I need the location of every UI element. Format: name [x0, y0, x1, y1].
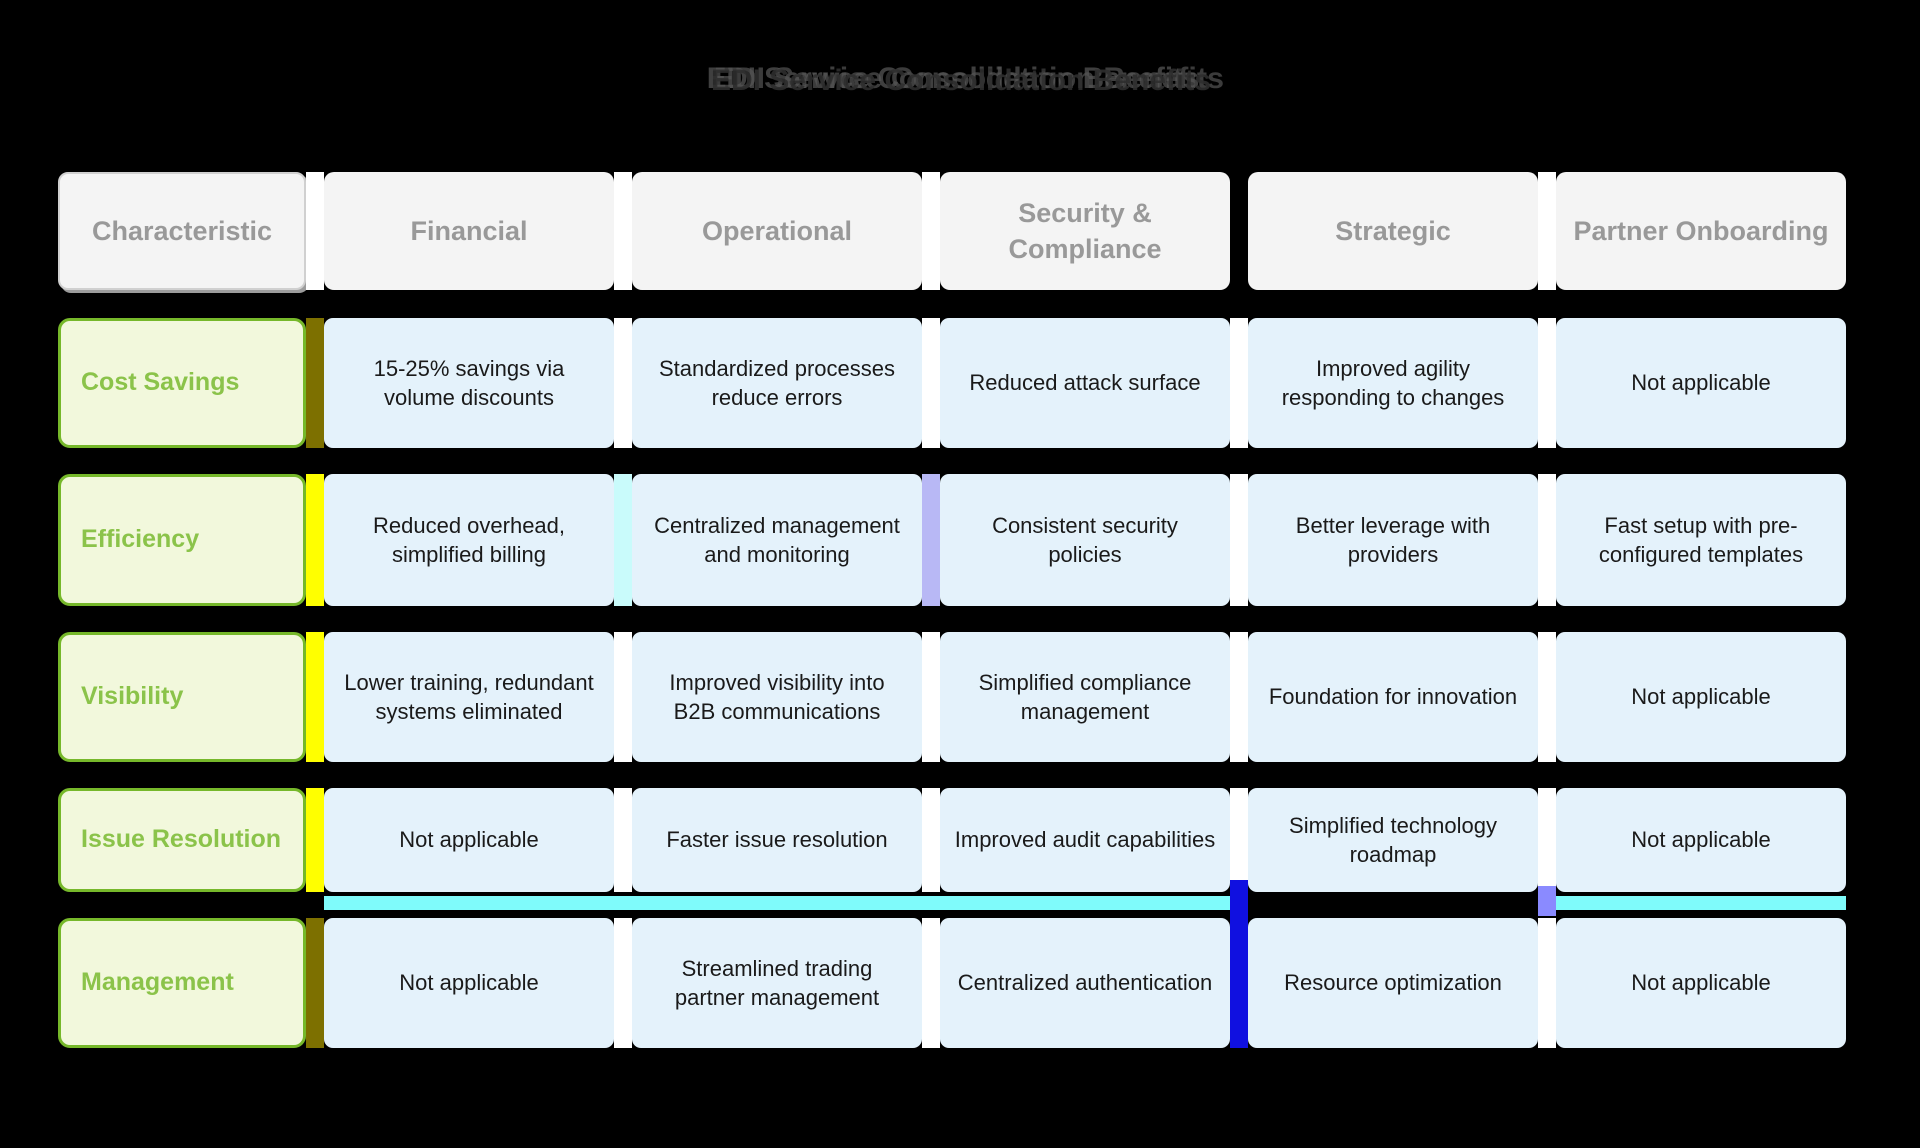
row-separator-2	[58, 622, 1864, 632]
cell-management-operational[interactable]: Streamlined trading partner management	[632, 918, 922, 1048]
row-gutter	[922, 474, 940, 606]
column-header-financial[interactable]: Financial	[324, 172, 614, 290]
row-label-cost-savings[interactable]: Cost Savings	[58, 318, 306, 448]
column-header-operational[interactable]: Operational	[632, 172, 922, 290]
row-gutter	[922, 918, 940, 1048]
cell-management-financial[interactable]: Not applicable	[324, 918, 614, 1048]
table-row: Visibility Lower training, redundant sys…	[58, 632, 1864, 762]
cell-issue-resolution-security[interactable]: Improved audit capabilities	[940, 788, 1230, 892]
page-title-container: EDI Service Consolidation Benefits EDI S…	[0, 62, 1920, 122]
row-separator-0	[58, 308, 1864, 318]
artifact-seg	[1556, 896, 1846, 910]
cell-efficiency-security[interactable]: Consistent security policies	[940, 474, 1230, 606]
row-gutter	[306, 788, 324, 892]
row-gutter	[922, 788, 940, 892]
row-gutter	[614, 788, 632, 892]
cell-cost-savings-partner-onboarding[interactable]: Not applicable	[1556, 318, 1846, 448]
page-title-ghost-right: EDI Service Consolidation Benefits	[713, 62, 1225, 95]
cell-efficiency-strategic[interactable]: Better leverage with providers	[1248, 474, 1538, 606]
cell-management-partner-onboarding[interactable]: Not applicable	[1556, 918, 1846, 1048]
render-artifact-band	[58, 880, 1864, 924]
row-gutter	[1538, 918, 1556, 1048]
table-row: Issue Resolution Not applicable Faster i…	[58, 788, 1864, 892]
header-gutter-4	[1230, 172, 1248, 290]
artifact-seg	[632, 896, 922, 910]
artifact-vertical-lavender	[1538, 886, 1556, 916]
artifact-seg	[306, 896, 324, 910]
cell-issue-resolution-strategic[interactable]: Simplified technology roadmap	[1248, 788, 1538, 892]
row-gutter	[1230, 788, 1248, 892]
header-gutter-2	[614, 172, 632, 290]
table-header-row: Characteristic Financial Operational Sec…	[58, 172, 1864, 290]
artifact-seg	[324, 896, 614, 910]
artifact-seg	[1248, 896, 1538, 910]
row-gutter	[1230, 918, 1248, 1048]
row-gutter	[306, 632, 324, 762]
row-gutter	[1538, 632, 1556, 762]
row-gutter	[306, 318, 324, 448]
table-row: Efficiency Reduced overhead, simplified …	[58, 474, 1864, 606]
row-gutter	[306, 918, 324, 1048]
artifact-seg	[58, 896, 306, 910]
cell-visibility-strategic[interactable]: Foundation for innovation	[1248, 632, 1538, 762]
row-gutter	[1538, 474, 1556, 606]
cell-management-strategic[interactable]: Resource optimization	[1248, 918, 1538, 1048]
cell-issue-resolution-partner-onboarding[interactable]: Not applicable	[1556, 788, 1846, 892]
table-row: Management Not applicable Streamlined tr…	[58, 918, 1864, 1048]
cell-cost-savings-financial[interactable]: 15-25% savings via volume discounts	[324, 318, 614, 448]
cell-cost-savings-strategic[interactable]: Improved agility responding to changes	[1248, 318, 1538, 448]
cell-management-security[interactable]: Centralized authentication	[940, 918, 1230, 1048]
row-gutter	[1230, 318, 1248, 448]
artifact-seg	[940, 896, 1230, 910]
row-gutter	[614, 474, 632, 606]
artifact-vertical-blue	[1230, 880, 1248, 924]
row-gutter	[1538, 318, 1556, 448]
row-label-management[interactable]: Management	[58, 918, 306, 1048]
benefits-matrix: Characteristic Financial Operational Sec…	[58, 172, 1864, 1048]
column-header-partner-onboarding[interactable]: Partner Onboarding	[1556, 172, 1846, 290]
page-title: EDI Service Consolidation Benefits	[710, 64, 1212, 97]
cell-issue-resolution-operational[interactable]: Faster issue resolution	[632, 788, 922, 892]
column-header-security-compliance[interactable]: Security & Compliance	[940, 172, 1230, 290]
cell-efficiency-operational[interactable]: Centralized management and monitoring	[632, 474, 922, 606]
row-gutter	[922, 632, 940, 762]
cell-cost-savings-security[interactable]: Reduced attack surface	[940, 318, 1230, 448]
column-header-strategic[interactable]: Strategic	[1248, 172, 1538, 290]
cell-efficiency-partner-onboarding[interactable]: Fast setup with pre-configured templates	[1556, 474, 1846, 606]
header-gutter-1	[306, 172, 324, 290]
row-gutter	[922, 318, 940, 448]
table-row: Cost Savings 15-25% savings via volume d…	[58, 318, 1864, 448]
row-gutter	[306, 474, 324, 606]
header-gutter-3	[922, 172, 940, 290]
row-separator-3	[58, 778, 1864, 788]
row-label-efficiency[interactable]: Efficiency	[58, 474, 306, 606]
header-gutter-5	[1538, 172, 1556, 290]
row-gutter	[614, 632, 632, 762]
row-gutter	[1538, 788, 1556, 892]
row-separator-1	[58, 464, 1864, 474]
cell-visibility-security[interactable]: Simplified compliance management	[940, 632, 1230, 762]
cell-efficiency-financial[interactable]: Reduced overhead, simplified billing	[324, 474, 614, 606]
row-gutter	[1230, 474, 1248, 606]
cell-issue-resolution-financial[interactable]: Not applicable	[324, 788, 614, 892]
cell-visibility-operational[interactable]: Improved visibility into B2B communicati…	[632, 632, 922, 762]
row-gutter	[614, 918, 632, 1048]
column-header-characteristic[interactable]: Characteristic	[58, 172, 306, 290]
cell-visibility-financial[interactable]: Lower training, redundant systems elimin…	[324, 632, 614, 762]
row-label-visibility[interactable]: Visibility	[58, 632, 306, 762]
artifact-seg	[614, 896, 632, 910]
row-gutter	[1230, 632, 1248, 762]
row-gutter	[614, 318, 632, 448]
row-label-issue-resolution[interactable]: Issue Resolution	[58, 788, 306, 892]
page-title-ghost-left: EDI Service Consolidation Benefits	[706, 62, 1200, 95]
cell-cost-savings-operational[interactable]: Standardized processes reduce errors	[632, 318, 922, 448]
cell-visibility-partner-onboarding[interactable]: Not applicable	[1556, 632, 1846, 762]
artifact-seg	[922, 896, 940, 910]
